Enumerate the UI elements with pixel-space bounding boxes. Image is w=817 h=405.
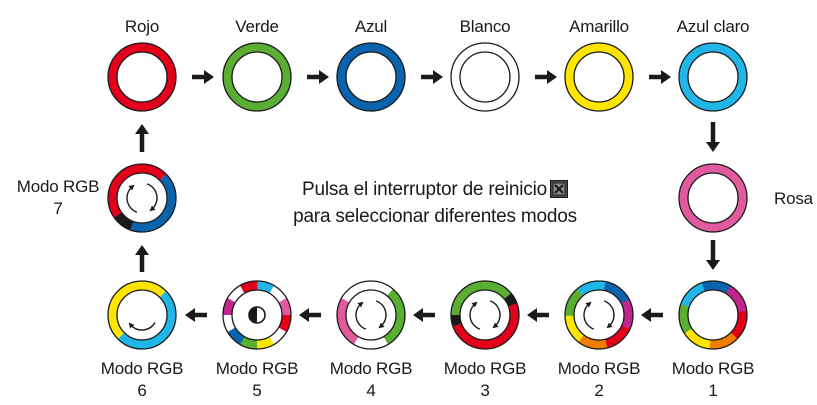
flow-arrows	[135, 70, 720, 322]
arrow-bottom-3	[413, 308, 435, 322]
ring-modo-rgb-3	[450, 280, 520, 350]
instruction-line-2: para seleccionar diferentes modos	[293, 206, 577, 227]
ring-modo-rgb-5	[222, 280, 292, 350]
label-azul-claro: Azul claro	[676, 17, 750, 36]
arrow-bottom-2	[299, 308, 321, 322]
ring-azul-claro	[678, 42, 748, 112]
label-azul: Azul	[354, 17, 388, 36]
ring-modo-rgb-7	[107, 163, 177, 233]
arrow-up-1	[135, 245, 149, 272]
arrow-top-5	[649, 70, 671, 84]
label-rojo: Rojo	[124, 17, 160, 36]
ring-rosa	[678, 163, 748, 233]
ring-azul	[336, 42, 406, 112]
instruction-text: Pulsa el interruptor de reinicio para se…	[220, 176, 650, 230]
color-rings	[107, 42, 748, 350]
arrow-bottom-1	[185, 308, 207, 322]
ring-rojo	[107, 42, 177, 112]
arrow-down-1	[706, 122, 720, 152]
arrow-down-2	[706, 240, 720, 270]
label-blanco: Blanco	[459, 17, 511, 36]
arrow-bottom-5	[641, 308, 663, 322]
label-amarillo: Amarillo	[569, 17, 629, 36]
arrow-bottom-4	[527, 308, 549, 322]
arrow-top-3	[421, 70, 443, 84]
reset-switch-icon	[549, 180, 568, 198]
arrow-top-4	[535, 70, 557, 84]
arrow-up-2	[135, 124, 149, 152]
ring-blanco	[450, 42, 520, 112]
ring-amarillo	[564, 42, 634, 112]
instruction-line-1: Pulsa el interruptor de reinicio	[302, 179, 547, 200]
ring-modo-rgb-6	[107, 280, 177, 350]
arrow-top-1	[192, 70, 214, 84]
label-rosa: Rosa	[774, 189, 813, 208]
ring-verde	[222, 42, 292, 112]
label-verde: Verde	[235, 17, 279, 36]
ring-modo-rgb-2	[564, 280, 634, 350]
ring-modo-rgb-1	[678, 280, 748, 350]
ring-modo-rgb-4	[336, 280, 406, 350]
arrow-top-2	[307, 70, 329, 84]
